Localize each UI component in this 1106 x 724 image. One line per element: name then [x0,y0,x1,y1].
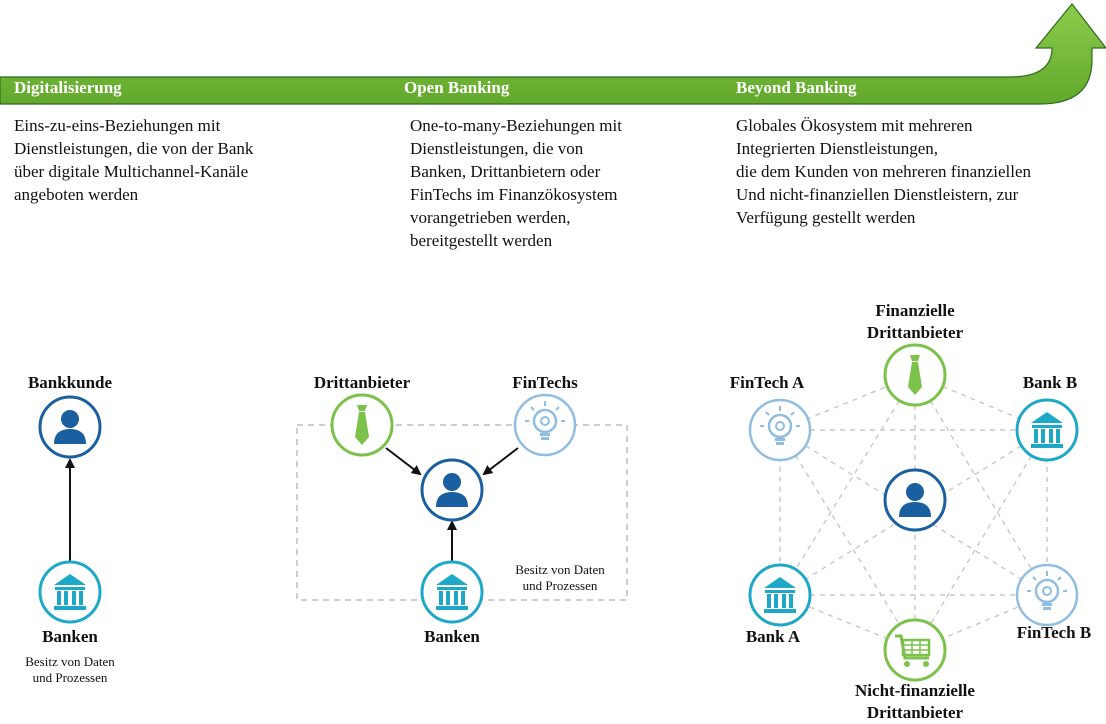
bank-label: Banken [424,627,480,646]
ownership-note: Besitz von Daten und Prozessen [25,654,115,685]
customer-icon [883,468,947,532]
bank-b-label: Bank B [1022,373,1078,392]
stage-title-open-banking: Open Banking [404,78,510,97]
stage-desc-digitalisierung: Eins-zu-eins-Beziehungen mit Dienstleist… [14,116,254,204]
fintech-arrow [482,447,519,476]
fintech-icon [513,393,577,457]
third-party-icon [330,393,394,457]
progress-arrow-banner [0,3,1106,105]
open-banking-boundary [296,424,628,601]
bank-a-icon [748,563,812,627]
customer-icon [420,458,484,522]
stage-desc-beyond-banking: Globales Ökosystem mit mehreren Integrie… [736,116,1032,227]
ownership-note: Besitz von Daten und Prozessen [515,562,605,593]
non-financial-third-party-icon [883,618,947,682]
fintech-a-label: FinTech A [729,373,805,392]
fintech-a-icon [748,398,812,462]
non-financial-third-party-label: Nicht-finanzielle Drittanbieter [855,681,975,722]
stage-desc-open-banking: One-to-many-Beziehungen mit Dienstleistu… [410,116,622,250]
third-party-arrow [385,447,422,476]
bank-icon [420,560,484,624]
customer-icon [38,395,102,459]
stage-title-beyond-banking: Beyond Banking [736,78,857,97]
fintech-label: FinTechs [512,373,578,392]
financial-third-party-label: Finanzielle Drittanbieter [866,301,964,342]
fintech-b-icon [1015,563,1079,627]
fintech-b-label: FinTech B [1016,623,1092,642]
customer-label: Bankkunde [27,373,113,392]
third-party-label: Drittanbieter [313,373,411,392]
financial-third-party-icon [883,343,947,407]
bank-b-icon [1015,398,1079,462]
bank-icon [38,560,102,624]
bank-a-label: Bank A [745,627,801,646]
bank-label: Banken [42,627,98,646]
stage-title-digitalisierung: Digitalisierung [14,78,122,97]
